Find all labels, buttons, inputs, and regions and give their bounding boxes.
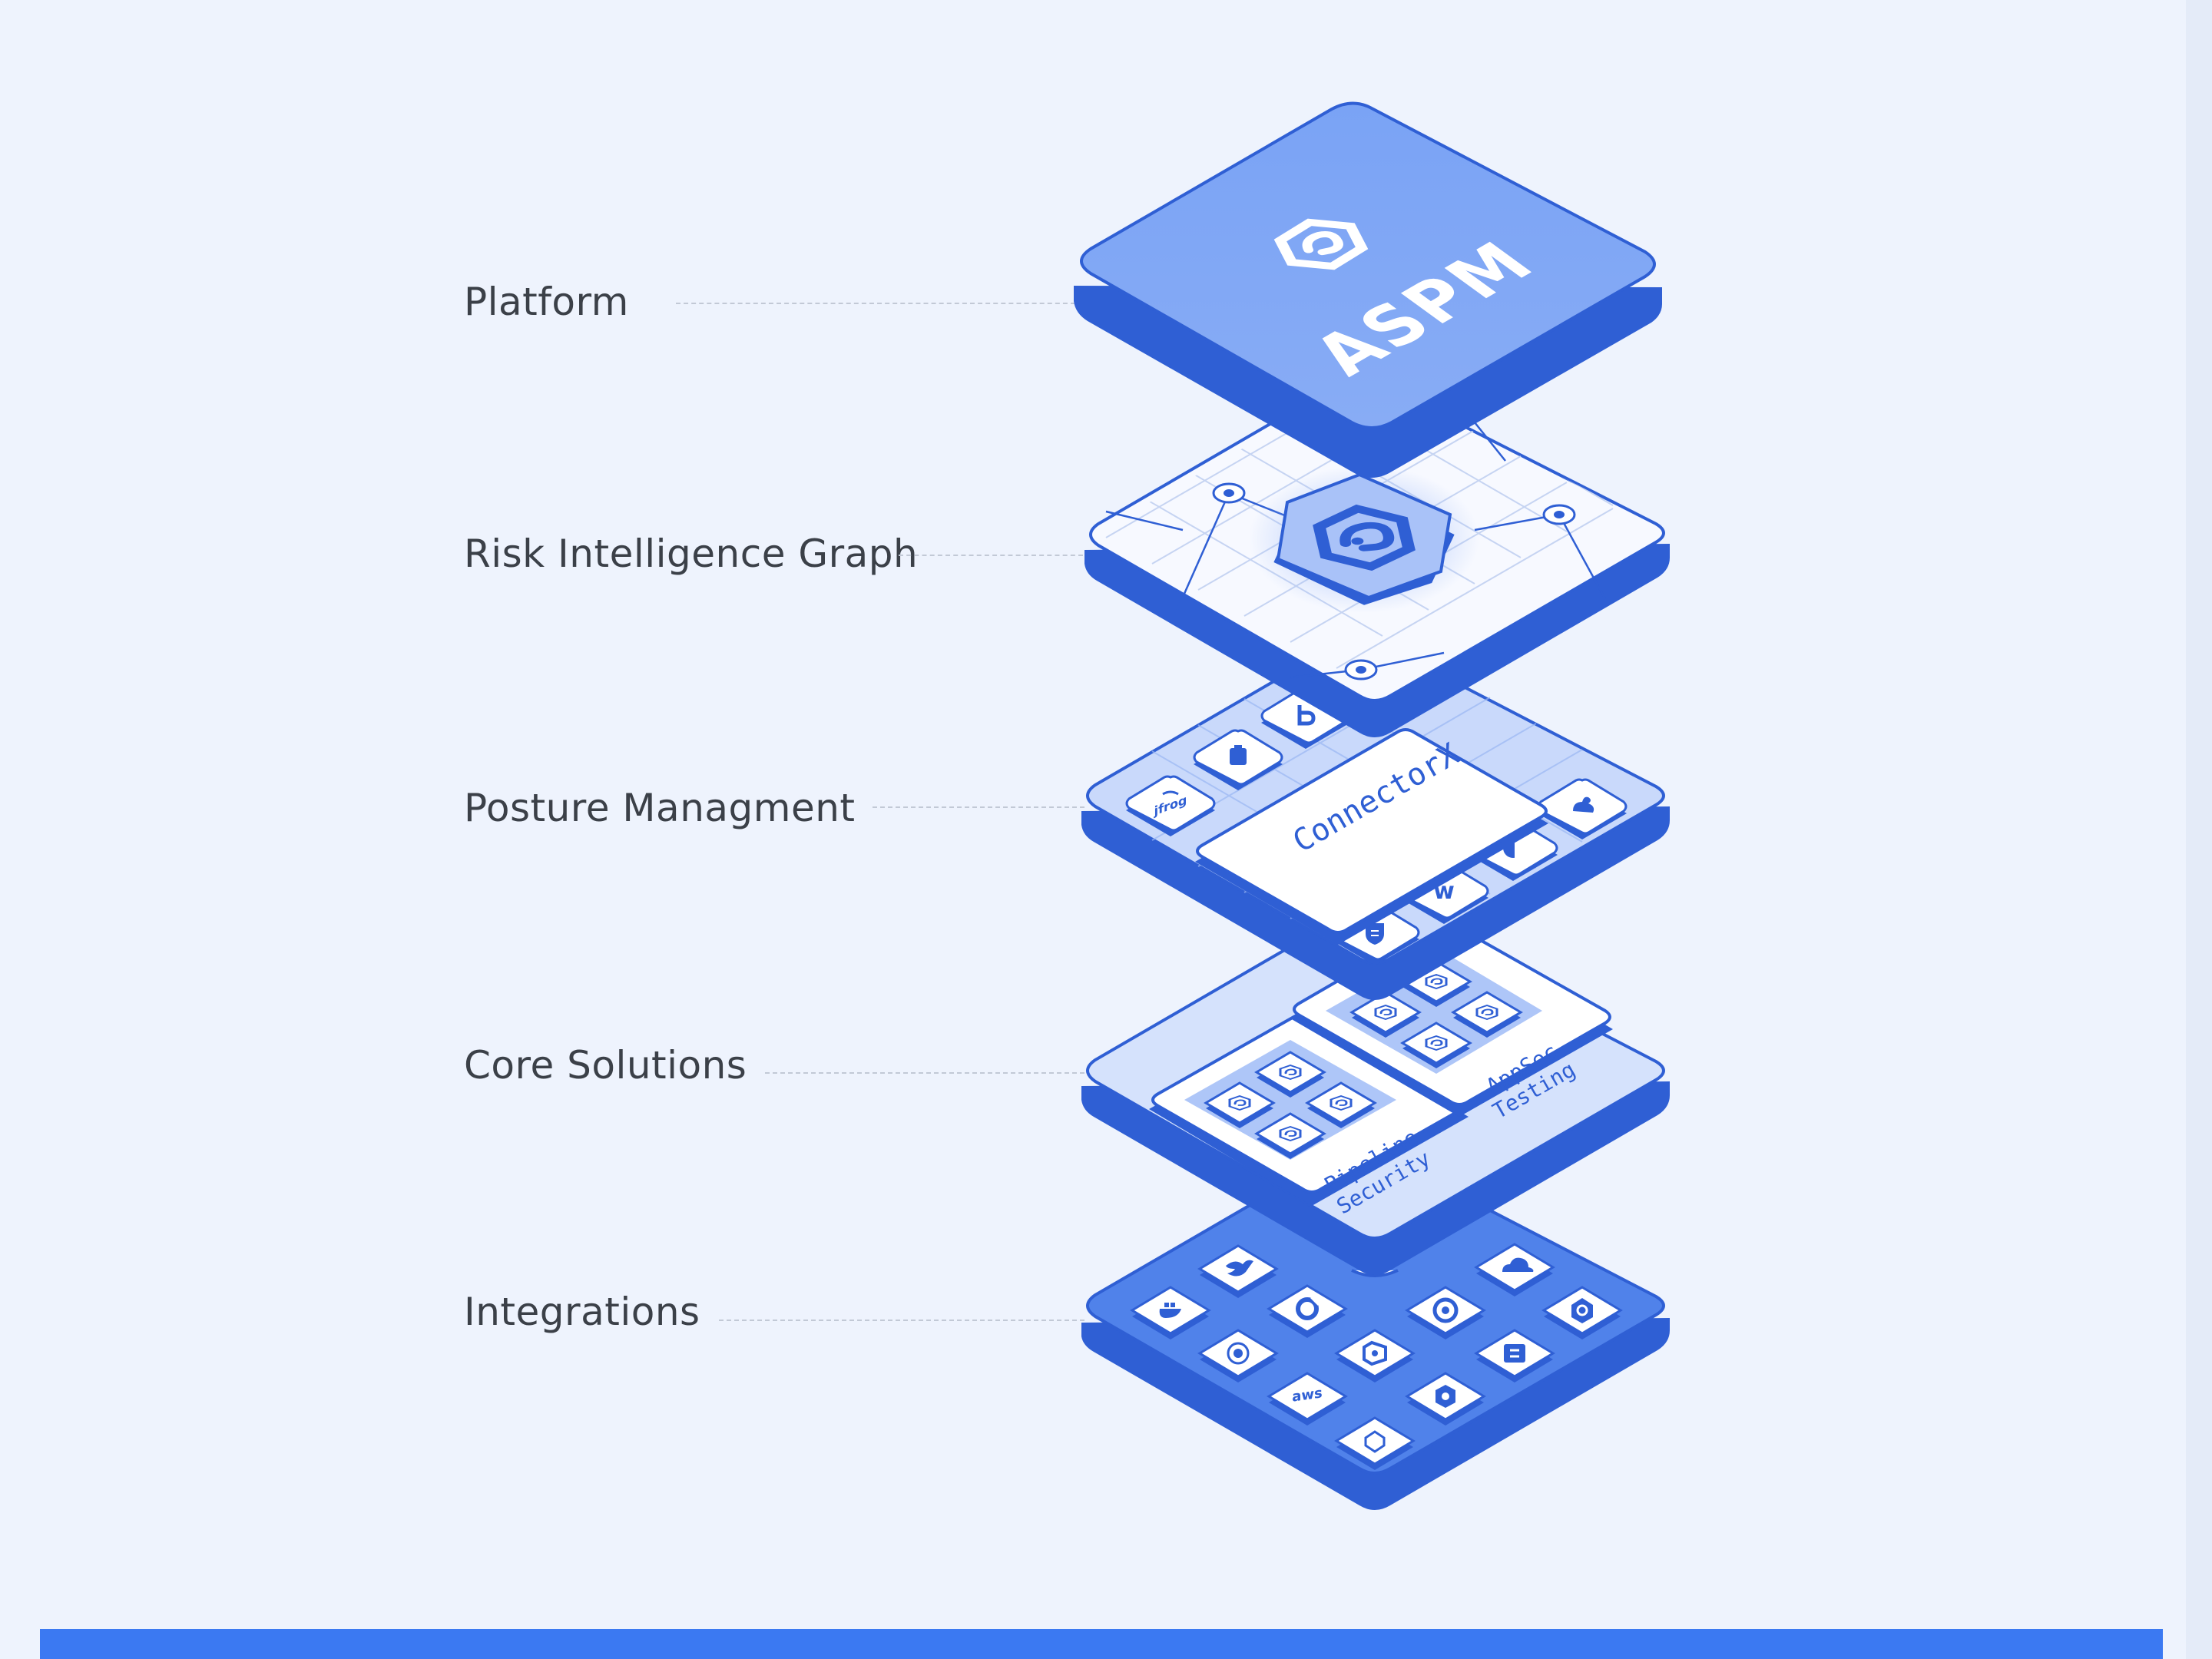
bitbucket-icon <box>1267 1284 1347 1339</box>
layer-label-posture-management: Posture Managment <box>464 786 856 830</box>
azure-devops-icon <box>1335 1329 1415 1384</box>
leader-line-integrations <box>719 1320 1084 1321</box>
b-logo-icon <box>1260 687 1352 750</box>
gcp-icon <box>1406 1372 1485 1427</box>
leader-line-risk-graph <box>899 555 1083 556</box>
leader-line-posture <box>873 806 1084 808</box>
jfrog-icon: jfrog <box>1124 775 1217 838</box>
leader-line-core <box>765 1072 1084 1074</box>
aspm-logo-icon <box>1273 218 1369 270</box>
gitlab-icon <box>1475 1329 1555 1384</box>
right-edge-strip <box>2186 0 2212 1659</box>
platform-layer: ASPM <box>1074 101 1662 478</box>
layer-label-integrations: Integrations <box>464 1290 700 1334</box>
kubernetes-icon <box>1542 1286 1622 1341</box>
cloud-icon <box>1475 1243 1555 1298</box>
leader-line-platform <box>676 303 1075 304</box>
clipboard-icon <box>1192 729 1284 792</box>
integrations-layer: aws <box>1081 1145 1670 1510</box>
shield-icon <box>1329 904 1421 967</box>
risk-graph-logo <box>1273 472 1455 605</box>
duck-icon <box>1536 778 1628 841</box>
posture-management-layer: jfrog w ConnectorX <box>1081 635 1670 1000</box>
risk-intelligence-graph-layer <box>1084 376 1670 737</box>
core-solutions-layer: Pipeline Security AppSec Testing <box>1081 910 1670 1275</box>
docker-icon <box>1131 1286 1210 1341</box>
bird-icon <box>1198 1244 1278 1300</box>
aws-icon: aws <box>1267 1372 1347 1427</box>
box-icon <box>1335 1416 1415 1472</box>
circleci-icon <box>1406 1286 1485 1341</box>
bottom-accent-bar <box>40 1629 2163 1659</box>
octocat-icon <box>1198 1329 1278 1384</box>
layer-label-platform: Platform <box>464 280 629 324</box>
layer-label-core-solutions: Core Solutions <box>464 1043 747 1088</box>
layer-label-risk-intelligence-graph: Risk Intelligence Graph <box>464 531 919 576</box>
